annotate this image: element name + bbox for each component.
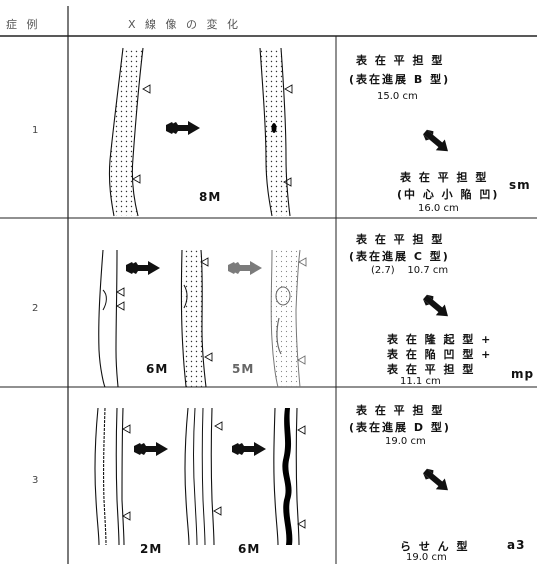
case1-month-1: 8M xyxy=(199,190,221,204)
case2-sketch-first xyxy=(99,250,124,387)
case1-after-line1: 表 在 平 担 型 xyxy=(400,169,488,185)
case1-after-line2: (中 心 小 陥 凹) xyxy=(397,186,499,202)
case3-before-line1: 表 在 平 担 型 xyxy=(356,402,444,418)
case3-code: a3 xyxy=(507,538,525,552)
case1-before-line1: 表 在 平 担 型 xyxy=(356,52,444,68)
case2-arrow-1 xyxy=(126,261,160,275)
case1-before-value: 15.0 cm xyxy=(377,91,418,102)
col-header-xray: X 線 像 の 変 化 xyxy=(128,16,241,32)
case2-month-2: 5M xyxy=(232,362,254,376)
case3-diag-arrow xyxy=(421,466,453,496)
case1-after-value: 16.0 cm xyxy=(418,203,459,214)
case2-after-line2: 表 在 陥 凹 型 + xyxy=(387,346,492,362)
case1-before-line2: (表在進展 B 型) xyxy=(349,71,450,87)
case2-before-line2: (表在進展 C 型) xyxy=(349,248,450,264)
case2-month-1: 6M xyxy=(146,362,168,376)
col-header-case: 症 例 xyxy=(6,16,41,32)
case2-sketch-second xyxy=(181,250,212,387)
case3-after-value: 19.0 cm xyxy=(406,552,447,563)
case3-arrow-2 xyxy=(232,442,266,456)
case2-after-value: 11.1 cm xyxy=(400,376,441,387)
case1-diag-arrow xyxy=(421,127,453,157)
case3-number: 3 xyxy=(32,475,38,486)
case1-sketch-after xyxy=(260,48,292,216)
case3-sketch-second xyxy=(185,408,222,545)
case2-number: 2 xyxy=(32,303,38,314)
case2-code: mp xyxy=(511,367,534,381)
case3-month-2: 6M xyxy=(238,542,260,556)
case1-arrow xyxy=(166,121,200,135)
case3-arrow-1 xyxy=(134,442,168,456)
case3-before-line2: (表在進展 D 型) xyxy=(349,419,451,435)
case2-before-line1: 表 在 平 担 型 xyxy=(356,231,444,247)
case2-after-line3: 表 在 平 担 型 xyxy=(387,361,475,377)
case2-after-line1: 表 在 隆 起 型 + xyxy=(387,331,492,347)
case1-sketch-before xyxy=(109,48,150,216)
case2-arrow-2 xyxy=(228,261,262,275)
case3-sketch-first xyxy=(95,408,130,545)
case2-before-value: (2.7) 10.7 cm xyxy=(371,265,448,276)
case3-month-1: 2M xyxy=(140,542,162,556)
case3-before-value: 19.0 cm xyxy=(385,436,426,447)
case3-sketch-third xyxy=(274,408,305,545)
case2-diag-arrow xyxy=(421,292,453,322)
case1-code: sm xyxy=(509,178,531,192)
case2-sketch-third xyxy=(271,250,306,387)
case1-number: 1 xyxy=(32,125,38,136)
